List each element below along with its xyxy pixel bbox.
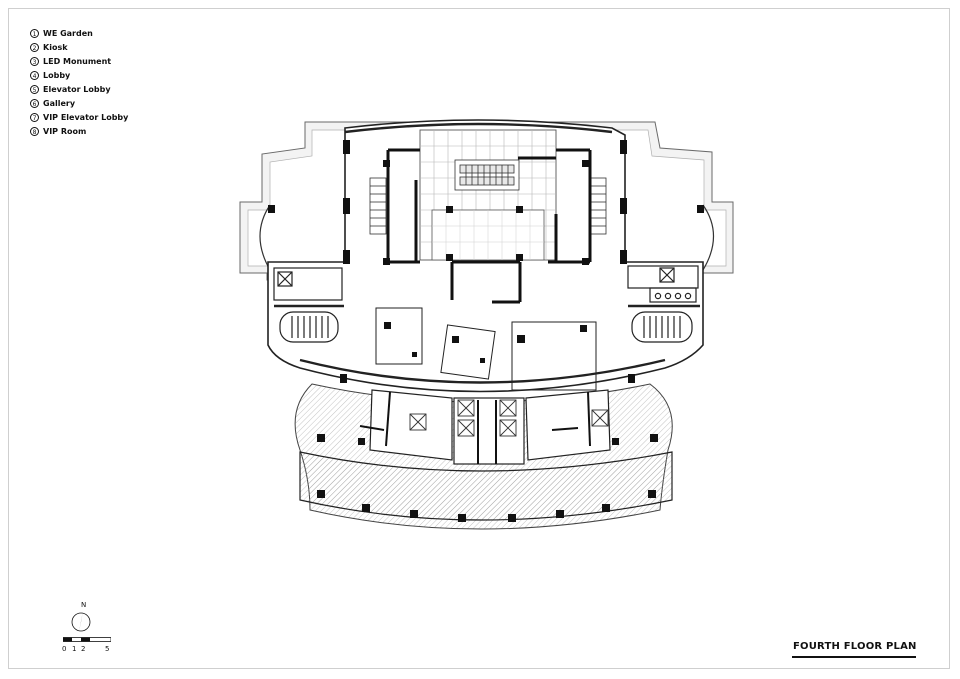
legend-label: WE Garden [43,28,93,38]
legend-item: 4 Lobby [30,68,128,82]
legend-label: Elevator Lobby [43,84,111,94]
legend-number: 6 [30,98,39,108]
interior-walls [386,148,592,304]
scale-bar-labels: 0 1 2 5 [60,645,120,655]
west-bay-curve [259,204,271,271]
legend-label: Lobby [43,70,71,80]
legend-label: VIP Room [43,126,87,136]
main-floor-south-arc-inner [299,358,666,384]
east-bay-curve [702,204,714,271]
main-floor-north-arc [344,122,613,134]
north-arrow-icon [71,611,91,632]
legend-item: 3 LED Monument [30,54,128,68]
lobby-display-boxes [375,307,597,391]
legend-number: 5 [30,84,39,94]
drawing-sheet-border [8,8,950,669]
legend-item: 1 WE Garden [30,26,128,40]
legend-label: VIP Elevator Lobby [43,112,129,122]
legend-number: 8 [30,126,39,136]
legend-label: LED Monument [43,56,112,66]
legend-item: 2 Kiosk [30,40,128,54]
room-legend: 1 WE Garden 2 Kiosk 3 LED Monument 4 Lobby 5… [30,26,128,138]
drawing-title: FOURTH FLOOR PLAN [793,641,917,652]
title-underline [792,656,916,658]
vip-partition-walls [359,391,591,464]
legend-number: 7 [30,112,39,122]
legend-label: Gallery [43,98,76,108]
legend-item: 5 Elevator Lobby [30,82,128,96]
vip-rooms [369,389,611,465]
scale-bar-icon [63,637,111,642]
vip-columns [317,434,658,522]
central-escalators [454,159,520,191]
legend-number: 3 [30,56,39,66]
vip-wing-front [299,451,673,521]
atrium-opening-grid [432,210,544,260]
legend-item: 6 Gallery [30,96,128,110]
structural-columns [268,140,704,383]
legend-number: 4 [30,70,39,80]
legend-item: 7 VIP Elevator Lobby [30,110,128,124]
legend-label: Kiosk [43,42,68,52]
vip-elevators [409,399,609,437]
west-stair [369,177,387,235]
legend-item: 8 VIP Room [30,124,128,138]
display-box-markers [384,322,587,363]
east-core [627,265,700,343]
scale-tick-0: 0 [62,645,67,653]
scale-tick-5: 5 [105,645,110,653]
east-stair [589,177,607,235]
legend-number: 1 [30,28,39,38]
north-label: N [81,601,87,609]
west-core [273,267,344,343]
scale-tick-2: 2 [81,645,86,653]
scale-tick-1: 1 [72,645,77,653]
legend-number: 2 [30,42,39,52]
